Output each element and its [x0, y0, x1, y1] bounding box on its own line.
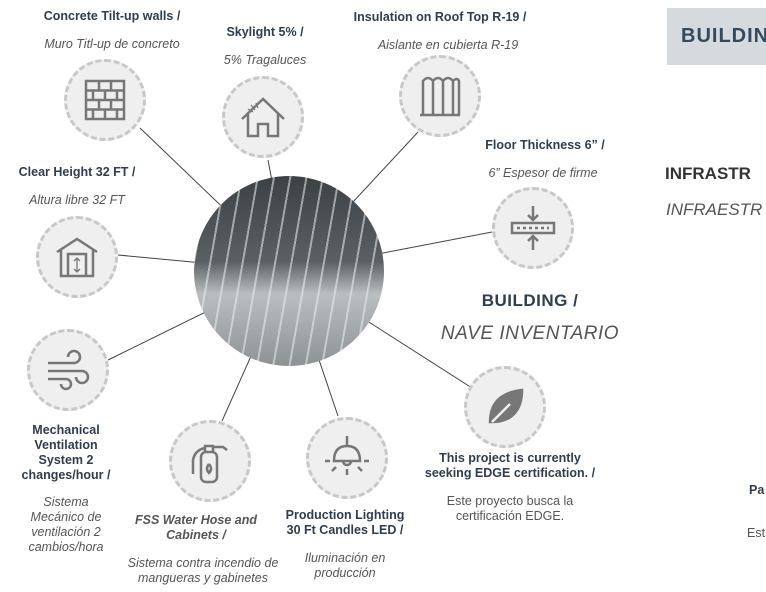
- subtitle-line: Sistema: [43, 495, 89, 509]
- title-line: changes/hour /: [21, 468, 111, 482]
- subtitle-line: certificación EDGE.: [455, 509, 565, 523]
- title-line: System 2: [38, 453, 94, 467]
- title-line: 30 Ft Candles LED /: [286, 523, 404, 537]
- leaf-icon: [464, 366, 546, 448]
- feature-subtitle: 5% Tragaluces: [223, 53, 307, 67]
- clear-height-icon: [36, 216, 118, 298]
- wind-icon: [27, 329, 109, 411]
- title-line: Production Lighting: [285, 508, 405, 522]
- subtitle-line: Iluminación en: [304, 551, 386, 565]
- title-line: Ventilation: [34, 438, 98, 452]
- floor-thickness-icon: [492, 187, 574, 269]
- insulation-roll-icon: [399, 55, 481, 137]
- feature-subtitle: Muro Titl-up de concreto: [44, 37, 180, 51]
- feature-subtitle: Altura libre 32 FT: [29, 193, 125, 207]
- brick-wall-icon: [64, 59, 146, 141]
- feature-title: Insulation on Roof Top R-19 /: [353, 10, 527, 24]
- section-subtitle: NAVE INVENTARIO: [440, 323, 620, 344]
- fire-extinguisher-icon: [169, 420, 251, 502]
- infrastructure-title: INFRASTR: [665, 164, 751, 183]
- feature-title: Clear Height 32 FT /: [18, 165, 136, 179]
- warehouse-interior-photo: [194, 176, 384, 366]
- title-line: This project is currently: [439, 451, 581, 465]
- subtitle-line: Este proyecto busca la: [446, 494, 574, 508]
- subtitle-line: cambios/hora: [28, 540, 104, 554]
- feature-subtitle: 6” Espesor de firme: [488, 166, 598, 180]
- title-line: Mechanical: [32, 423, 100, 437]
- title-line: FSS Water Hose and: [134, 513, 258, 527]
- subtitle-line: Sistema contra incendio de: [127, 556, 279, 570]
- feature-title: Floor Thickness 6” /: [485, 138, 605, 152]
- section-title: BUILDING /: [481, 291, 579, 310]
- ceiling-lamp-icon: [306, 417, 388, 499]
- infrastructure-subtitle: INFRAESTR: [666, 200, 763, 219]
- feature-title: Concrete Tilt-up walls /: [43, 9, 181, 23]
- subtitle-line: producción: [314, 566, 376, 580]
- subtitle-line: ventilación 2: [31, 525, 101, 539]
- house-skylight-icon: [222, 76, 304, 158]
- building-header-tab[interactable]: BUILDIN: [667, 8, 766, 65]
- subtitle-line: mangueras y gabinetes: [138, 571, 268, 585]
- title-line: seeking EDGE certification. /: [424, 466, 596, 480]
- title-line: Cabinets /: [166, 528, 226, 542]
- feature-title: Skylight 5% /: [226, 25, 304, 39]
- subtitle-line: Mecánico de: [30, 510, 102, 524]
- feature-subtitle: Aislante en cubierta R-19: [377, 38, 519, 52]
- right-text-fragment: Est: [747, 526, 766, 540]
- right-text-fragment: Pa: [749, 483, 765, 497]
